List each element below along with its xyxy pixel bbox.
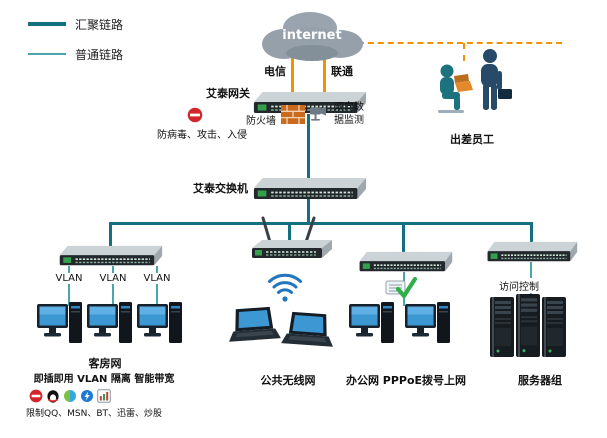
gateway-device bbox=[252, 90, 367, 116]
guest-network-name: 客房网 bbox=[88, 357, 122, 370]
desktop-pc-icon bbox=[36, 299, 84, 351]
thunder-icon bbox=[80, 389, 94, 403]
server-tower-icon bbox=[489, 296, 515, 358]
server-tower-icon bbox=[515, 293, 541, 358]
vlan-line-2 bbox=[112, 266, 114, 306]
dashed-link-internet-travelers bbox=[358, 42, 562, 44]
legend: 汇聚链路 普通链路 bbox=[28, 16, 123, 76]
drop-office-switch bbox=[402, 222, 405, 253]
vlan-line-3 bbox=[156, 266, 158, 306]
legend-item-aggregation: 汇聚链路 bbox=[28, 16, 123, 32]
desktop-pc-icon bbox=[136, 299, 184, 351]
desktop-pc-icon bbox=[404, 299, 452, 351]
firewall-brick-icon bbox=[281, 103, 305, 125]
ban-icon bbox=[187, 107, 203, 123]
internet-label: internet bbox=[282, 28, 342, 43]
link-gateway-switch bbox=[307, 114, 310, 178]
core-switch-device bbox=[252, 176, 367, 202]
vlan-label-3: VLAN bbox=[137, 273, 177, 284]
stock-chart-icon bbox=[97, 389, 111, 403]
vlan-label-2: VLAN bbox=[93, 273, 133, 284]
traveler-label: 出差员工 bbox=[450, 133, 494, 146]
office-network-name: 办公网 PPPoE拨号上网 bbox=[345, 374, 467, 387]
ban-icon bbox=[29, 389, 43, 403]
legend-label-aggregation: 汇聚链路 bbox=[75, 17, 124, 32]
wireless-ap-device bbox=[246, 214, 336, 262]
drop-wireless-ap bbox=[288, 222, 291, 244]
wireless-network-name: 公共无线网 bbox=[260, 374, 316, 387]
unicom-label: 联通 bbox=[331, 65, 353, 78]
laptop-icon bbox=[227, 305, 282, 347]
backbone-horizontal-line bbox=[109, 222, 533, 225]
camera-icon bbox=[309, 105, 329, 121]
desktop-pc-icon bbox=[86, 299, 134, 351]
drop-server-switch bbox=[530, 222, 533, 244]
aggregation-line-swatch bbox=[28, 22, 66, 26]
drop-guest-switch bbox=[109, 222, 112, 248]
legend-label-normal: 普通链路 bbox=[75, 47, 124, 62]
gateway-name: 艾泰网关 bbox=[206, 87, 250, 100]
cloud-icon bbox=[262, 12, 363, 61]
guest-switch-device bbox=[58, 244, 163, 268]
gateway-firewall-label: 防火墙 bbox=[246, 116, 276, 127]
link-switch-backbone bbox=[307, 198, 310, 225]
server-group-name: 服务器组 bbox=[518, 374, 562, 387]
msn-icon bbox=[63, 389, 77, 403]
gateway-monitor-label: 双向数据监测 bbox=[334, 102, 364, 126]
access-control-label: 访问控制 bbox=[497, 278, 541, 293]
internet-cloud: internet bbox=[256, 8, 368, 64]
guest-features-label: 即插即用 VLAN 隔离 智能带宽 bbox=[33, 374, 175, 385]
normal-line-swatch bbox=[28, 53, 66, 55]
dashed-link-travelers-drop bbox=[463, 43, 465, 61]
guest-restrictions-label: 限制QQ、MSN、BT、迅雷、炒股 bbox=[26, 409, 163, 419]
server-tower-icon bbox=[541, 296, 567, 358]
laptop-icon bbox=[281, 310, 336, 352]
traveler-figures-icon bbox=[428, 44, 518, 132]
qq-icon bbox=[46, 389, 60, 403]
office-switch-device bbox=[358, 250, 453, 274]
restricted-apps-icons bbox=[29, 389, 111, 403]
unicom-uplink-line bbox=[323, 58, 326, 96]
legend-item-normal: 普通链路 bbox=[28, 46, 123, 62]
gateway-antivirus-label: 防病毒、攻击、入侵 bbox=[157, 130, 247, 141]
telecom-label: 电信 bbox=[264, 65, 286, 78]
desktop-pc-icon bbox=[348, 299, 396, 351]
core-switch-name: 艾泰交换机 bbox=[193, 182, 248, 195]
wifi-icon bbox=[267, 273, 303, 303]
pppoe-auth-check-icon bbox=[385, 275, 417, 301]
telecom-uplink-line bbox=[291, 58, 294, 96]
vlan-line-1 bbox=[68, 266, 70, 306]
server-switch-device bbox=[486, 240, 578, 264]
vlan-label-1: VLAN bbox=[49, 273, 89, 284]
